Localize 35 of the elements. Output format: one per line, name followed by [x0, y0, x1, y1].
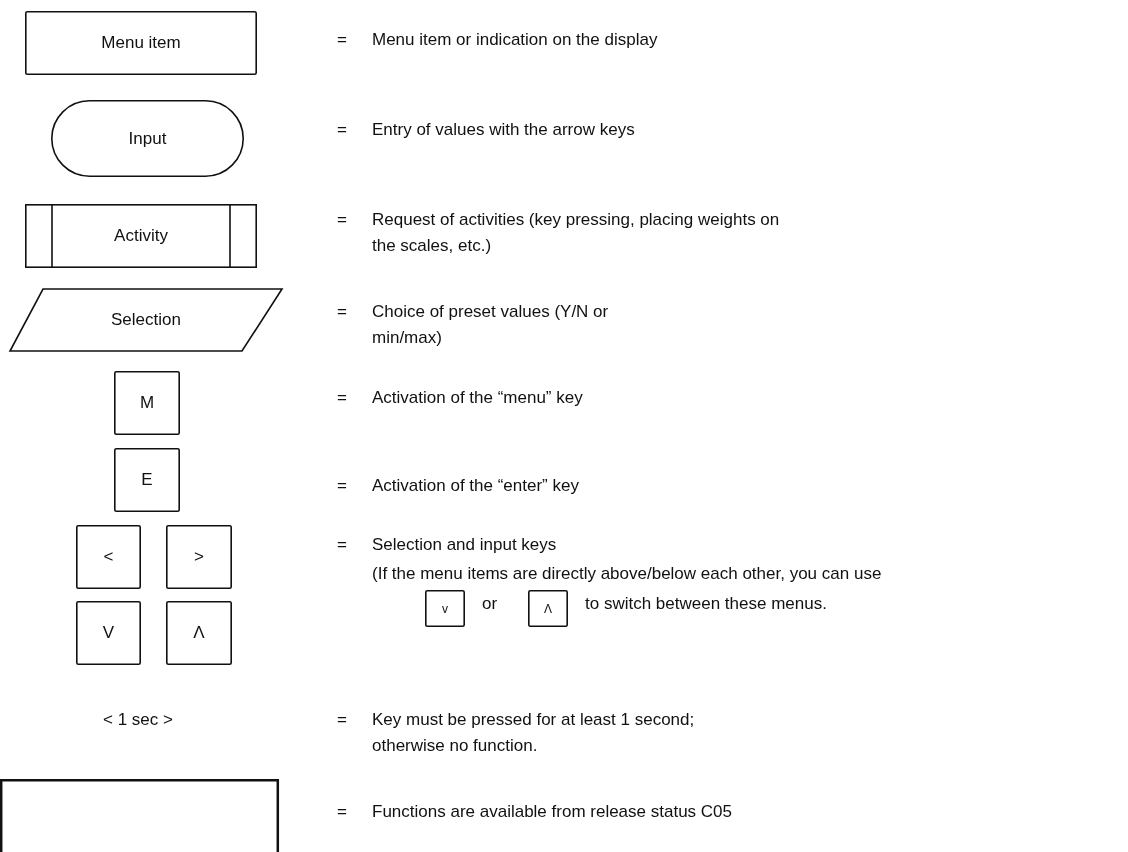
equals-sign: = — [337, 29, 347, 51]
menu-key: M — [114, 371, 180, 435]
description-text: Functions are available from release status C05 — [372, 801, 732, 823]
description-text: Activation of the “menu” key — [372, 387, 583, 409]
selection-parallelogram: Selection — [9, 288, 283, 352]
down-key: v — [425, 590, 465, 627]
enter-key: E — [114, 448, 180, 512]
activity-box: Activity — [25, 204, 257, 268]
description-text: to switch between these menus. — [585, 593, 827, 615]
equals-sign: = — [337, 301, 347, 323]
description-text: Key must be pressed for at least 1 second; otherwise no function. — [372, 709, 696, 757]
description-text: Menu item or indication on the display — [372, 29, 658, 51]
description-text: (If the menu items are directly above/below each other, you can use — [372, 563, 882, 585]
description-text: Choice of preset values (Y/N or min/max) — [372, 301, 610, 349]
status-box — [0, 779, 279, 852]
right-key: > — [166, 525, 232, 589]
description-text: Entry of values with the arrow keys — [372, 119, 635, 141]
equals-sign: = — [337, 709, 347, 731]
up-key: Λ — [528, 590, 568, 627]
description-text: Activation of the “enter” key — [372, 475, 579, 497]
description-text: Selection and input keys — [372, 534, 557, 556]
equals-sign: = — [337, 801, 347, 823]
up-key: Λ — [166, 601, 232, 665]
menu-item-box: Menu item — [25, 11, 257, 75]
equals-sign: = — [337, 209, 347, 231]
input-terminal: Input — [51, 100, 244, 177]
left-key: < — [76, 525, 141, 589]
description-text: Request of activities (key pressing, placing weights on the scales, etc.) — [372, 209, 781, 257]
equals-sign: = — [337, 387, 347, 409]
down-key: V — [76, 601, 141, 665]
equals-sign: = — [337, 534, 347, 556]
description-text: or — [482, 593, 498, 615]
duration-text: < 1 sec > — [103, 709, 173, 731]
equals-sign: = — [337, 119, 347, 141]
equals-sign: = — [337, 475, 347, 497]
